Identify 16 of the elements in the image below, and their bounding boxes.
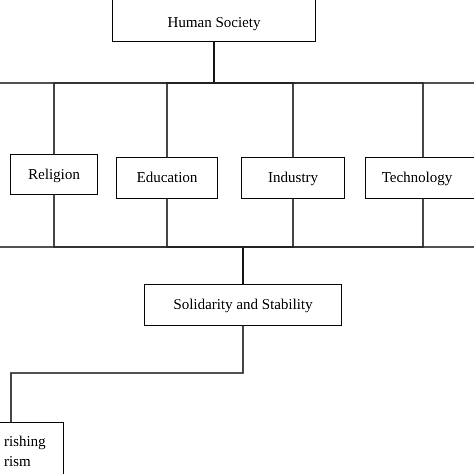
box-label: Human Society bbox=[168, 14, 260, 33]
box-label: Industry bbox=[268, 169, 318, 188]
process-box bbox=[112, 0, 316, 42]
process-box bbox=[116, 157, 218, 199]
connector-line bbox=[0, 246, 244, 284]
box-label: Education bbox=[136, 169, 198, 188]
box-label: Religion bbox=[28, 166, 80, 184]
process-box bbox=[365, 157, 474, 199]
process-box bbox=[241, 157, 345, 199]
process-box bbox=[144, 284, 342, 326]
box-label: Technology bbox=[382, 169, 452, 188]
connector-line bbox=[10, 326, 244, 422]
process-box bbox=[10, 154, 98, 195]
connector-line bbox=[213, 42, 474, 84]
box-label: Solidarity and Stability bbox=[173, 296, 313, 315]
box-label: rishing rism bbox=[4, 433, 47, 472]
